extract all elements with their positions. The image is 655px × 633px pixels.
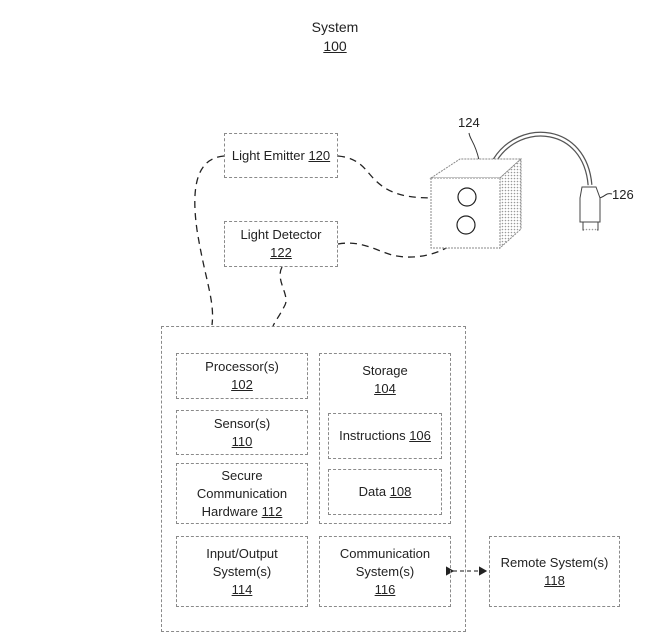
remote-system-box: Remote System(s) 118 <box>489 536 620 607</box>
io-ref: 114 <box>231 581 253 597</box>
light-detector-text: Light Detector <box>240 227 322 242</box>
detector-port-icon <box>456 215 476 235</box>
secure-hw-line3: Hardware 112 <box>202 503 283 521</box>
processor-ref: 102 <box>231 377 253 392</box>
sensors-box: Sensor(s) 110 <box>176 410 308 455</box>
remote-ref: 118 <box>544 572 565 588</box>
sensors-ref: 110 <box>231 433 253 449</box>
data-text: Data <box>358 484 387 499</box>
io-line2: System(s) <box>212 563 272 579</box>
detector-to-system-wire <box>272 266 287 327</box>
light-emitter-text: Light Emitter <box>231 147 305 163</box>
storage-text: Storage <box>362 363 408 378</box>
processor-text: Processor(s) <box>205 359 279 374</box>
secure-hardware-box: Secure Communication Hardware 112 <box>176 463 308 524</box>
device-leader-line <box>468 132 480 161</box>
device-ref-label: 124 <box>458 115 480 130</box>
connector-ref-label: 126 <box>612 187 634 202</box>
storage-ref: 104 <box>374 381 396 396</box>
emitter-to-device-wire <box>337 155 459 199</box>
instructions-ref: 106 <box>409 428 431 443</box>
data-ref: 108 <box>389 484 412 499</box>
emitter-port-icon <box>457 187 477 207</box>
usb-plug-icon <box>579 186 601 231</box>
instructions-box: Instructions 106 <box>328 413 442 459</box>
data-label: Data 108 <box>359 483 412 501</box>
processor-box: Processor(s) 102 <box>176 353 308 399</box>
data-box: Data 108 <box>328 469 442 515</box>
secure-hw-line3-text: Hardware <box>201 503 258 519</box>
secure-hw-line1: Secure <box>221 467 263 483</box>
title-text: System <box>311 19 359 35</box>
system-container <box>161 326 466 632</box>
secure-hw-line2: Communication <box>196 485 288 501</box>
emitter-to-system-wire <box>194 155 225 326</box>
io-system-box: Input/Output System(s) 114 <box>176 536 308 607</box>
instructions-label: Instructions 106 <box>339 427 431 445</box>
light-emitter-label: Light Emitter 120 <box>232 147 330 165</box>
light-detector-box: Light Detector 122 <box>224 221 338 267</box>
comm-line1: Communication <box>339 545 431 561</box>
title-ref: 100 <box>323 38 347 54</box>
device-cube <box>429 157 523 250</box>
storage-box: Storage 104 <box>319 353 451 524</box>
remote-text: Remote System(s) <box>500 554 609 570</box>
instructions-text: Instructions <box>339 428 406 443</box>
secure-hw-ref: 112 <box>261 503 283 519</box>
light-emitter-ref: 120 <box>308 147 331 163</box>
comm-ref: 116 <box>374 581 396 597</box>
light-emitter-box: Light Emitter 120 <box>224 133 338 178</box>
diagram-title: System 100 <box>290 18 380 56</box>
light-detector-ref: 122 <box>270 245 292 260</box>
comm-system-box: Communication System(s) 116 <box>319 536 451 607</box>
comm-line2: System(s) <box>355 563 415 579</box>
io-line1: Input/Output <box>206 545 278 561</box>
sensors-text: Sensor(s) <box>213 415 271 431</box>
